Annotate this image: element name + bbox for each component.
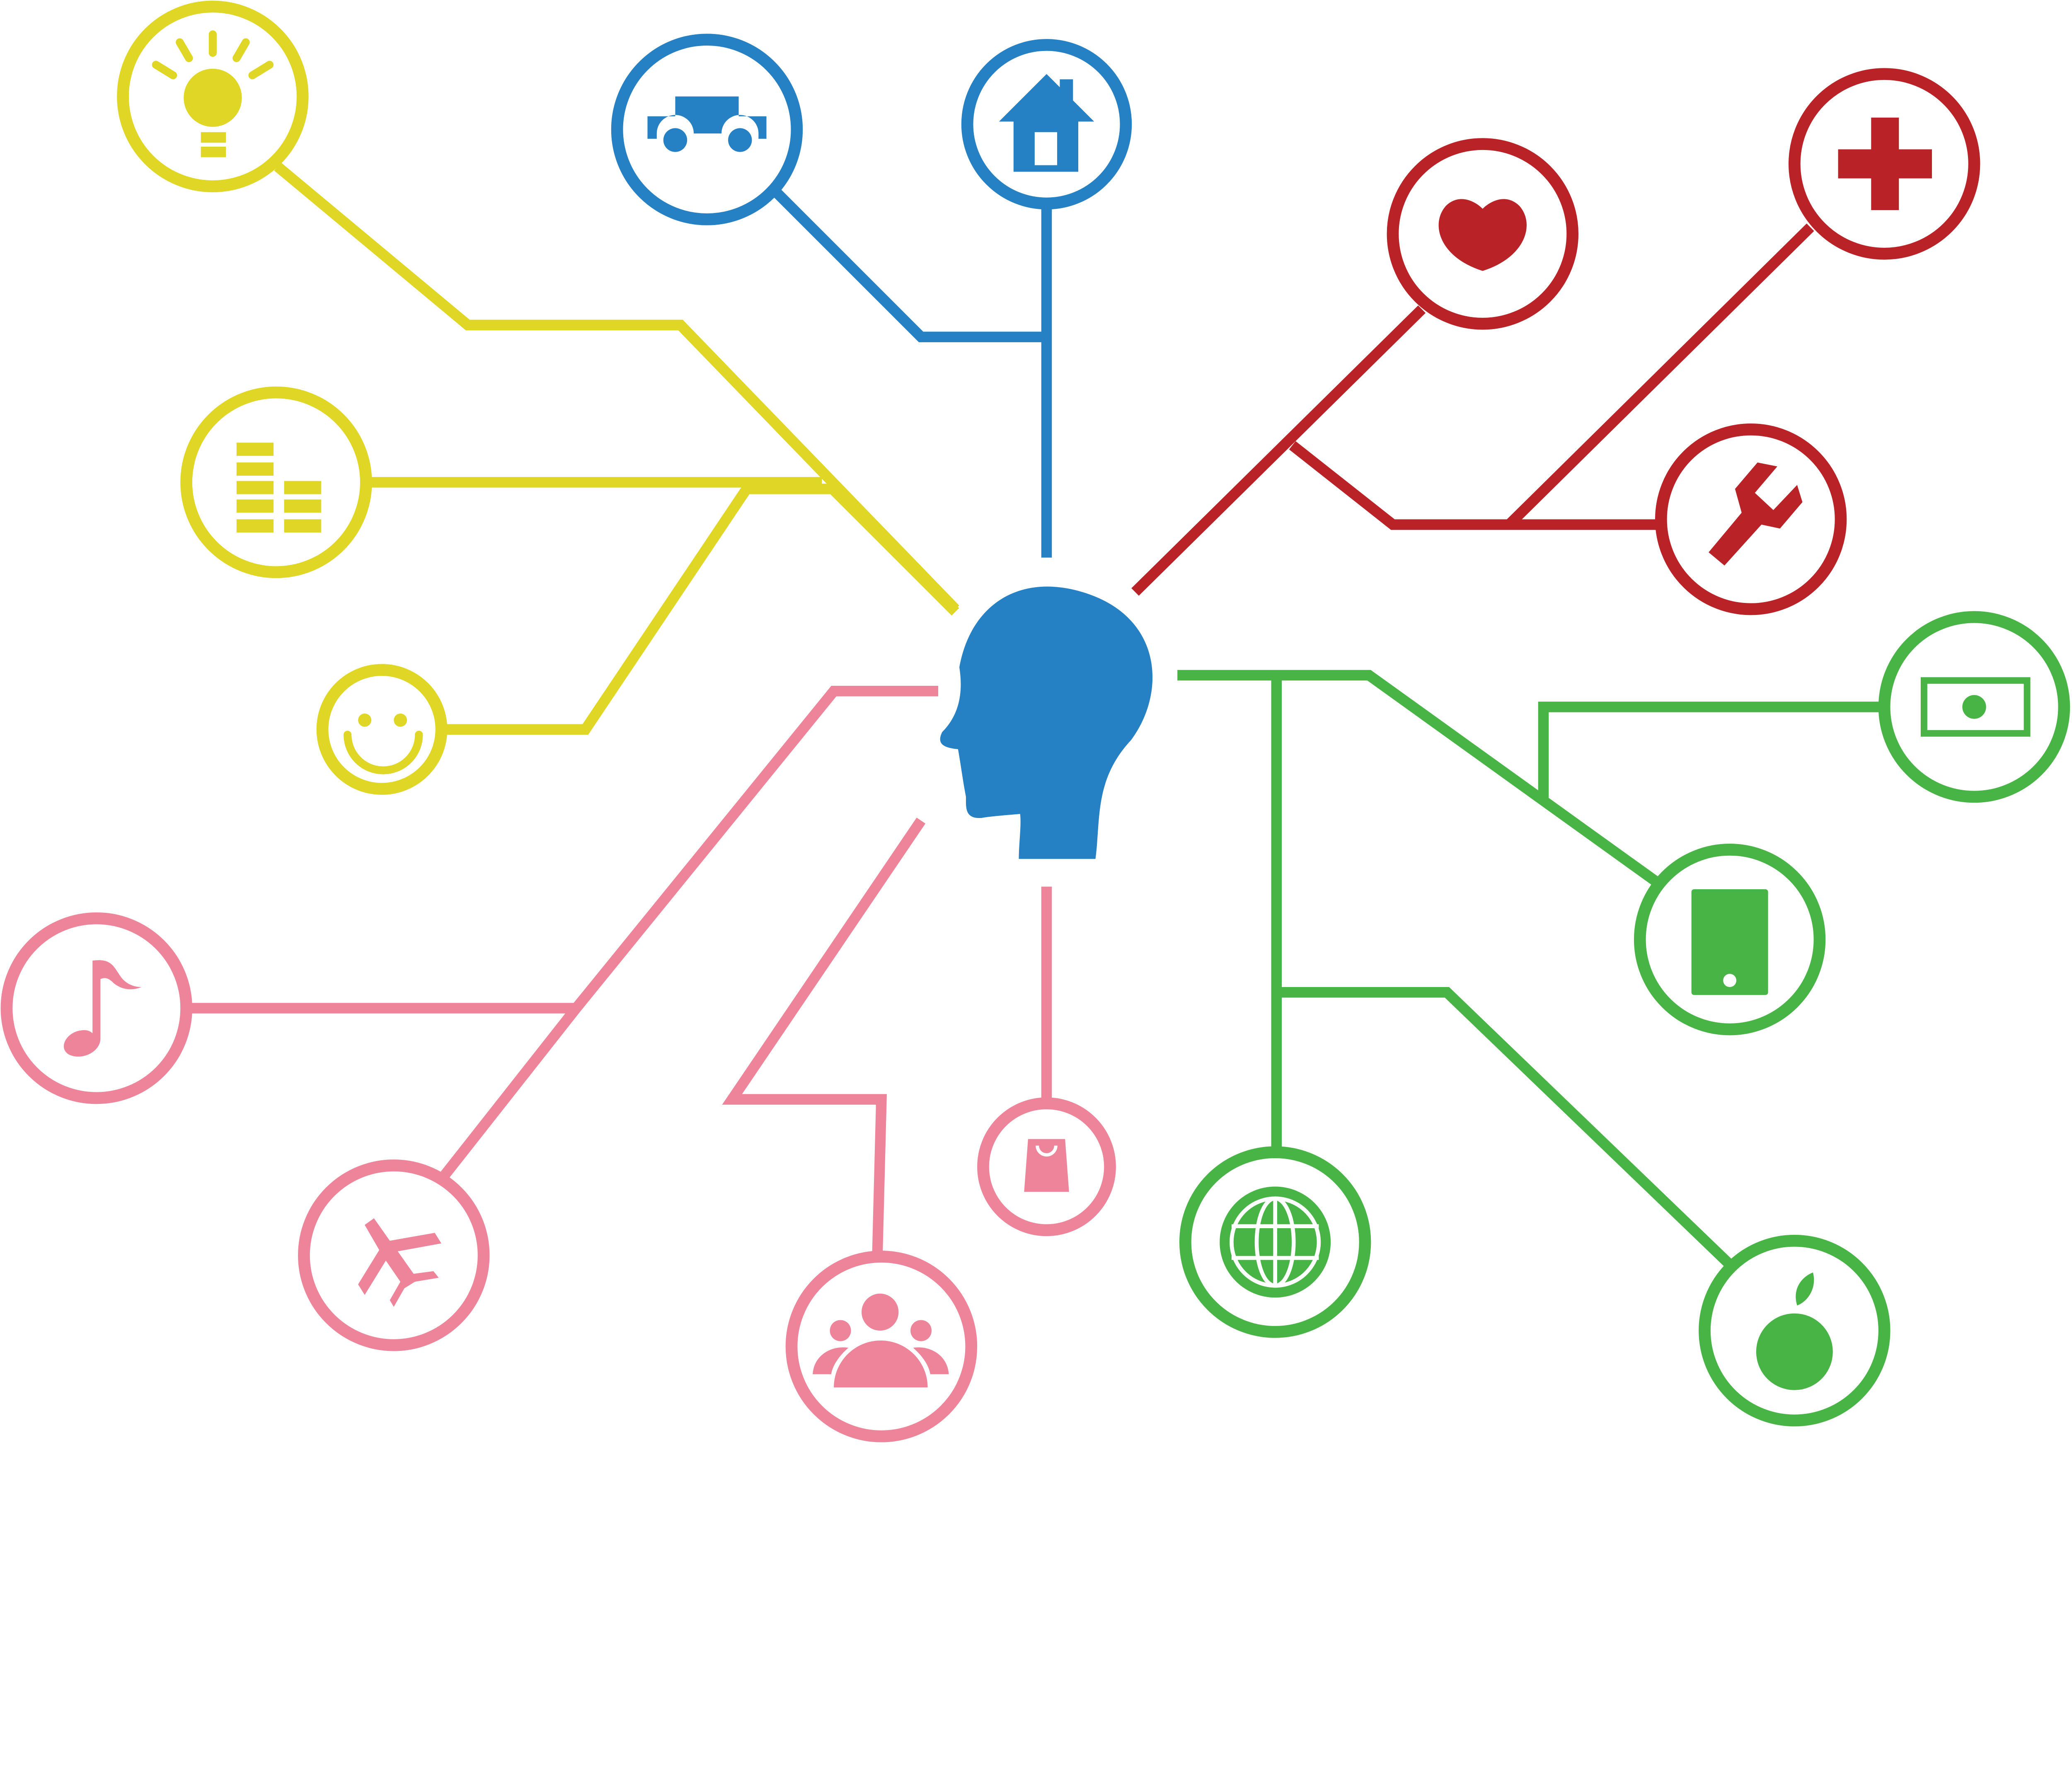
head-icon [940, 586, 1153, 859]
bar-chart-icon [236, 443, 321, 533]
mind-map-diagram [0, 0, 2070, 1442]
node-music [0, 912, 192, 1104]
pink-connectors [187, 685, 1052, 1253]
lightbulb-icon [152, 30, 274, 157]
shopping-bag-icon [1024, 1139, 1069, 1192]
node-apple [1699, 1234, 1890, 1427]
house-icon [999, 74, 1094, 172]
wrench-icon [1709, 462, 1803, 566]
node-globe [1179, 1146, 1371, 1338]
yellow-connectors [274, 162, 959, 735]
globe-icon [1220, 1186, 1331, 1298]
node-tablet [1634, 844, 1826, 1036]
node-airplane [298, 1159, 490, 1351]
node-smiley [316, 664, 448, 795]
node-medical-cross [1789, 68, 1980, 260]
node-lightbulb [117, 0, 309, 192]
medical-cross-icon [1838, 117, 1932, 211]
node-shopping-bag [977, 1097, 1116, 1237]
music-note-icon [63, 960, 142, 1057]
node-people [785, 1251, 978, 1442]
money-icon [1920, 677, 2031, 737]
apple-icon [1756, 1272, 1833, 1390]
red-connectors [1131, 223, 1814, 596]
node-bar-chart [180, 386, 372, 578]
tablet-icon [1691, 889, 1768, 995]
node-house [961, 39, 1132, 210]
smiley-icon [344, 713, 423, 774]
node-heart [1387, 138, 1578, 330]
heart-icon [1438, 199, 1527, 271]
node-money [1878, 611, 2070, 803]
people-icon [813, 1293, 949, 1388]
green-connectors [1177, 670, 1882, 1267]
blue-connectors [773, 189, 1052, 558]
airplane-icon [358, 1218, 442, 1307]
node-wrench [1655, 423, 1847, 615]
node-car [611, 34, 803, 225]
car-icon [647, 96, 767, 152]
